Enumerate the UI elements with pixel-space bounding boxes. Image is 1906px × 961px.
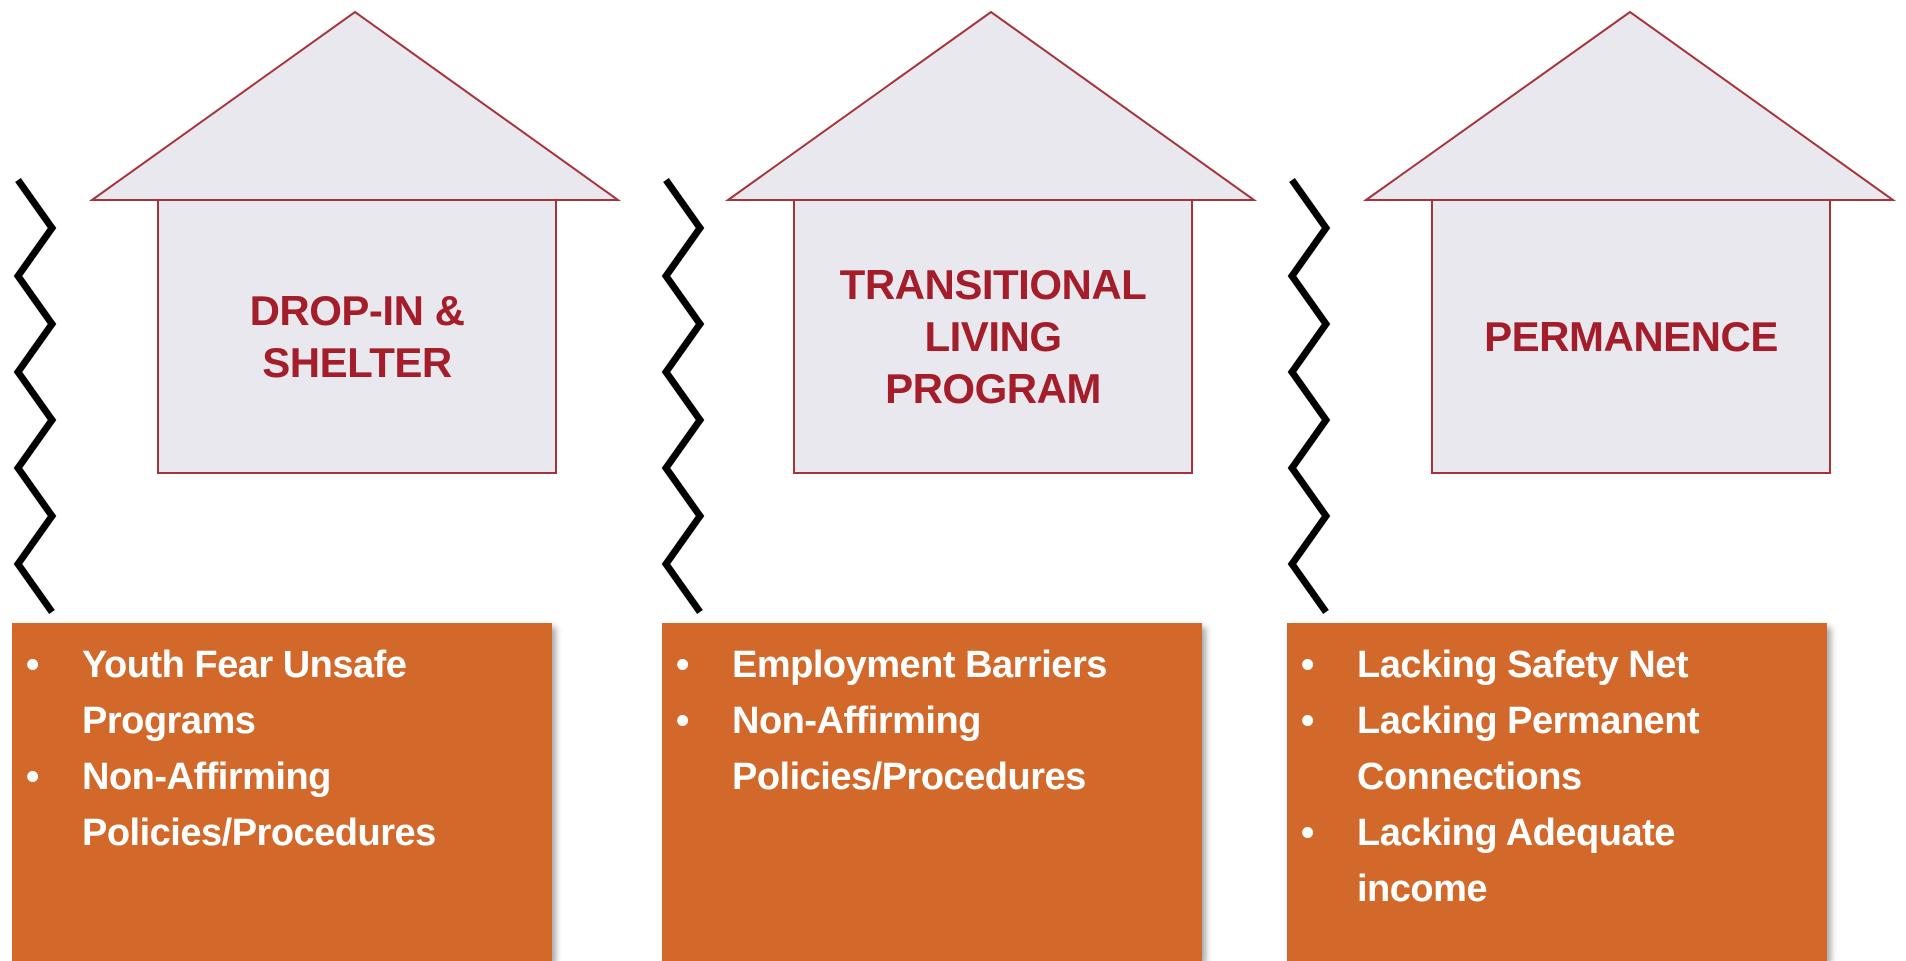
bullet-icon: • (676, 700, 689, 742)
zigzag-divider-3 (1287, 177, 1331, 615)
house-roof-transitional (724, 10, 1258, 201)
barrier-line: Youth Fear Unsafe (82, 644, 407, 686)
barrier-line: Policies/Procedures (82, 812, 436, 854)
barrier-line: Non-Affirming (82, 756, 331, 798)
barriers-box-transitional: • Employment Barriers • Non-Affirming Po… (662, 623, 1202, 961)
barriers-box-dropin: • Youth Fear Unsafe Programs • Non-Affir… (12, 623, 552, 961)
barrier-item: • Youth Fear Unsafe Programs (12, 637, 552, 749)
barrier-item: • Non-Affirming Policies/Procedures (662, 693, 1202, 805)
barrier-line: Lacking Permanent (1357, 700, 1700, 742)
house-label-dropin: DROP-IN & SHELTER (158, 200, 556, 473)
bullet-icon: • (1301, 812, 1314, 854)
barrier-line: Programs (82, 700, 256, 742)
house-label-permanence: PERMANENCE (1432, 200, 1830, 473)
barrier-item: • Lacking Adequate income (1287, 805, 1827, 917)
barrier-line: Lacking Safety Net (1357, 644, 1689, 686)
house-label-line: PERMANENCE (1484, 312, 1778, 360)
barrier-line: Employment Barriers (732, 644, 1107, 686)
house-label-line: SHELTER (262, 338, 452, 386)
barriers-box-permanence: • Lacking Safety Net • Lacking Permanent… (1287, 623, 1827, 961)
house-label-line: DROP-IN & (249, 286, 465, 334)
house-label-transitional: TRANSITIONAL LIVING PROGRAM (794, 200, 1192, 473)
barrier-line: income (1357, 868, 1488, 910)
house-body-transitional (793, 199, 1193, 474)
zigzag-divider-1 (13, 177, 57, 615)
barrier-item: • Non-Affirming Policies/Procedures (12, 749, 552, 861)
house-label-line: TRANSITIONAL (839, 260, 1147, 308)
barrier-line: Lacking Adequate (1357, 812, 1675, 854)
house-label-line: PROGRAM (885, 364, 1101, 412)
bullet-icon: • (1301, 700, 1314, 742)
house-label-line: LIVING (924, 312, 1062, 360)
barrier-line: Non-Affirming (732, 700, 981, 742)
bullet-icon: • (1301, 644, 1314, 686)
barrier-line: Policies/Procedures (732, 756, 1086, 798)
barrier-item: • Lacking Permanent Connections (1287, 693, 1827, 805)
bullet-icon: • (26, 756, 39, 798)
house-body-permanence (1431, 199, 1831, 474)
house-body-dropin (157, 199, 557, 474)
house-roof-dropin (88, 10, 622, 201)
bullet-icon: • (676, 644, 689, 686)
zigzag-divider-2 (661, 177, 705, 615)
barrier-line: Connections (1357, 756, 1582, 798)
bullet-icon: • (26, 644, 39, 686)
house-roof-permanence (1362, 10, 1897, 201)
barrier-item: • Lacking Safety Net (1287, 637, 1827, 693)
barrier-item: • Employment Barriers (662, 637, 1202, 693)
